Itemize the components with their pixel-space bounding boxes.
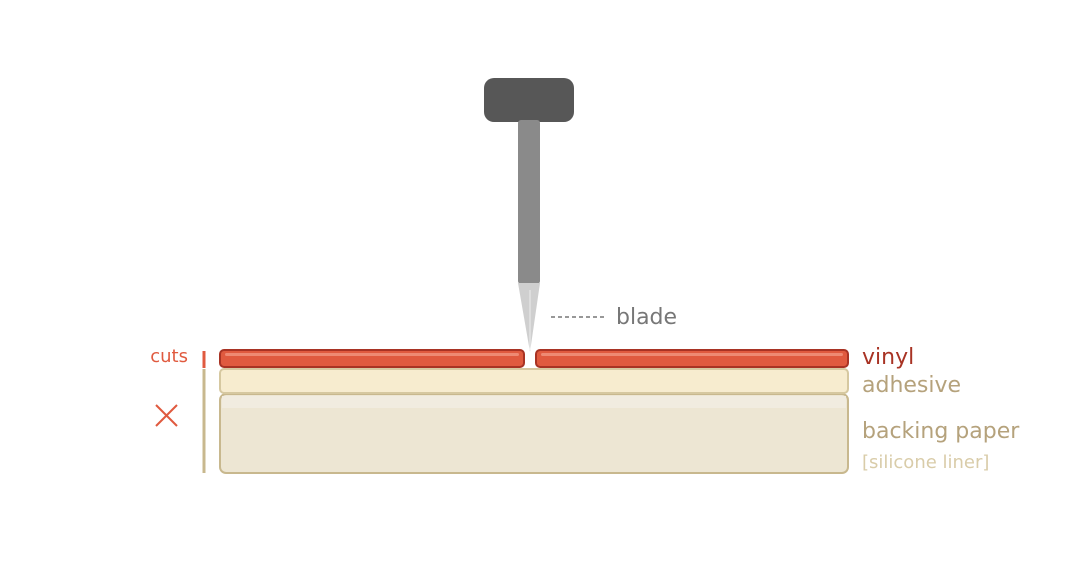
vinyl-piece-left (219, 349, 525, 368)
cross-icon (155, 404, 178, 427)
blade-tool (484, 78, 574, 352)
backing-paper-label: backing paper (862, 419, 1020, 444)
blade-handle (484, 78, 574, 122)
cuts-label: cuts (150, 346, 188, 367)
backing-paper-layer (219, 393, 849, 474)
backing-liner-band (222, 396, 846, 408)
vinyl-highlight-right (541, 353, 843, 356)
vinyl-layer (219, 349, 849, 368)
silicone-liner-label: [silicone liner] (862, 452, 989, 473)
cut-depth-indicator: cuts (150, 346, 206, 473)
vinyl-label: vinyl (862, 345, 914, 370)
blade-tip (518, 283, 540, 352)
adhesive-layer (219, 368, 849, 394)
vinyl-piece-right (535, 349, 849, 368)
adhesive-label: adhesive (862, 373, 961, 398)
blade-shaft (518, 120, 540, 284)
vinyl-highlight-left (225, 353, 519, 356)
blade-label: blade (616, 305, 677, 330)
